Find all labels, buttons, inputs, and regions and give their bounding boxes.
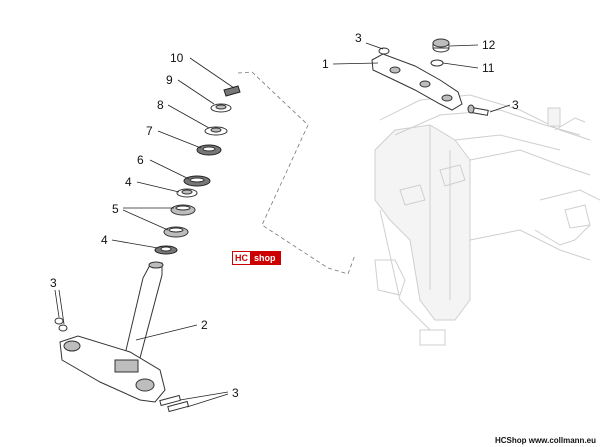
callout-3-left: 3: [50, 276, 57, 290]
callout-9: 9: [166, 73, 173, 87]
callout-6: 6: [137, 153, 144, 167]
callout-7: 7: [146, 124, 153, 138]
callout-2: 2: [201, 318, 208, 332]
callout-4-lower: 4: [101, 233, 108, 247]
lower-triple-clamp: [59, 261, 166, 403]
callout-3-right: 3: [512, 98, 519, 112]
callout-5: 5: [112, 202, 119, 216]
washer-left-b: [58, 324, 68, 332]
hcshop-badge: HC shop: [232, 251, 281, 265]
washer-left-a: [54, 317, 64, 325]
steering-bearing-stack: [154, 85, 241, 255]
leader-lines: [54, 42, 511, 408]
callout-numbers: 10 9 8 7 6 4 5 4 3 2 3 3 12 1 11 3: [50, 31, 519, 400]
bolt-right: [467, 104, 489, 116]
callout-8: 8: [157, 98, 164, 112]
badge-hc: HC: [233, 252, 250, 264]
explosion-dashed-line: [237, 71, 356, 275]
cap-nut: [432, 38, 450, 53]
callout-4-upper: 4: [125, 175, 132, 189]
nut-top: [378, 47, 390, 55]
footer-credit: HCShop www.collmann.eu: [494, 436, 596, 445]
callout-10: 10: [170, 51, 184, 65]
upper-triple-clamp: [371, 53, 463, 111]
badge-shop: shop: [250, 252, 280, 264]
callout-11: 11: [482, 61, 495, 75]
callout-3-bottom: 3: [232, 386, 239, 400]
washer-11: [430, 59, 444, 67]
bolts-bottom: [159, 394, 190, 413]
callout-3-top: 3: [355, 31, 362, 45]
frame-outline: [374, 94, 600, 346]
callout-12: 12: [482, 38, 496, 52]
callout-1: 1: [322, 57, 329, 71]
